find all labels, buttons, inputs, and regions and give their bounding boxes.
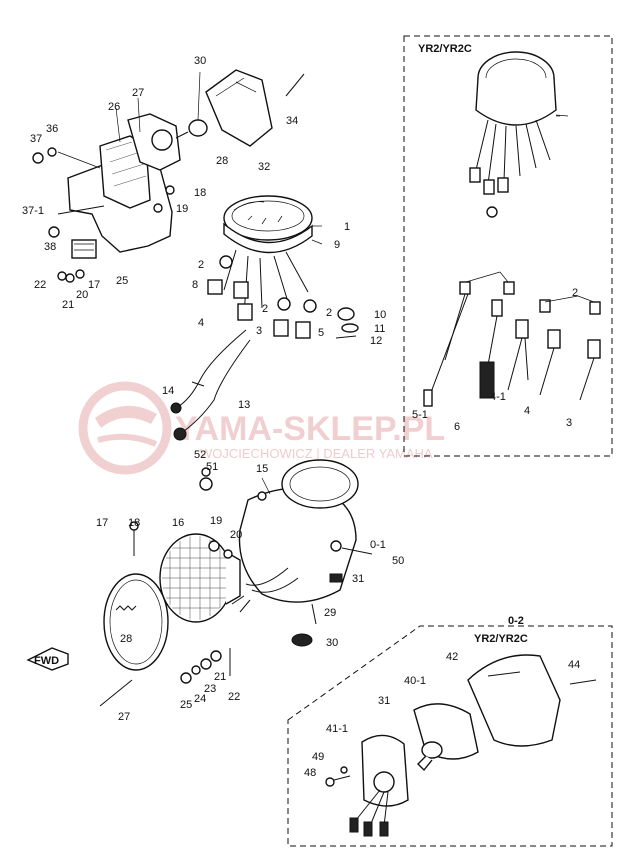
speedometer-assembly [170,195,359,441]
callout-20: 22 [228,691,240,703]
callout-6b: 6 [454,421,460,433]
watermark-title: YAMA-SKLEP.PL [175,410,445,448]
nut-51 [340,766,348,774]
socket-38-1 [349,734,409,837]
variant-box-label-2: YR2/YR2C [474,633,528,645]
screw-50 [325,775,351,787]
callout-12: 14 [162,385,174,397]
callout-37-1: 40-1 [404,675,426,687]
callout-51: 49 [312,751,324,763]
callout-4b: 4 [524,405,530,417]
callout-22: 24 [194,693,206,705]
callout-42: 36 [46,123,58,135]
headlight-assembly [99,459,373,707]
leader-lines [115,71,560,495]
callout-8: 10 [374,309,386,321]
callout-39b: 31 [378,695,390,707]
callout-30: 18 [194,187,206,199]
taillight-lens [205,69,273,147]
callout-27: 30 [326,637,338,649]
callout-46: 50 [392,555,404,567]
variant-box-border [403,35,613,457]
watermark-logo-icon [78,381,172,475]
callout-11: 13 [238,399,250,411]
callout-7: 9 [334,239,340,251]
callout-40-1: 42 [446,651,458,663]
meter-assembly-0-1 [469,51,569,218]
callout-16: 18 [128,517,140,529]
callout-25: 28 [120,633,132,645]
callout-34: 22 [34,279,46,291]
callout-2c: 2 [326,307,332,319]
callout-14: 16 [172,517,184,529]
callout-47: 51 [206,461,218,473]
variant-box-border-2 [287,625,613,847]
headlight-rim [103,573,169,671]
fwd-label: FWD [34,655,59,667]
callout-5: 5 [318,327,324,339]
variant-box-meter: YR2/YR2C [403,35,613,457]
fwd-arrow-icon: FWD [26,647,69,671]
callout-48: 52 [194,449,206,461]
callout-37: 27 [132,87,144,99]
callouts: 30 27 26 36 37 28 32 34 18 19 37-1 38 25… [22,55,580,779]
callout-45: 38 [44,241,56,253]
callout-4: 4 [198,317,204,329]
callout-21: 23 [204,683,216,695]
callout-49: 0-1 [370,539,386,551]
bulb-39 [417,741,443,772]
callout-36: 26 [108,101,120,113]
bulb-sockets [423,271,601,407]
callout-2b: 2 [262,303,268,315]
callout-38-1: 41-1 [326,723,348,735]
callout-41-1: 44 [568,659,580,671]
callout-10: 12 [370,335,382,347]
callout-43: 37 [30,133,42,145]
screw-41-1 [569,679,597,685]
callout-4-1: 4-1 [490,391,506,403]
callout-1: 1 [344,221,350,233]
callout-29: 17 [88,279,100,291]
watermark: YAMA-SKLEP.PL WOJCIECHOWICZ | DEALER YAM… [78,381,445,475]
taillight-assembly [32,69,305,283]
callout-9: 11 [374,323,385,335]
variant-box-tag: 0-2 [508,615,524,627]
callout-41: 34 [286,115,298,127]
callout-26: 29 [324,607,336,619]
callout-28: 31 [352,573,364,585]
watermark-subtitle: WOJCIECHOWICZ | DEALER YAMAHA [200,446,433,461]
callout-38: 28 [216,155,228,167]
callout-3b: 3 [566,417,572,429]
callout-15: 17 [96,517,108,529]
taillight-cover-40-1 [467,654,561,747]
callout-40: 32 [258,161,270,173]
callout-3: 3 [256,325,262,337]
callout-2d: 2 [572,287,578,299]
callout-50: 48 [304,767,316,779]
callout-35: 25 [116,275,128,287]
variant-box-taillight: 0-2 YR2/YR2C [287,615,613,847]
callout-33: 21 [62,299,74,311]
callout-39: 30 [194,55,206,67]
callout-2a: 2 [198,259,204,271]
callout-5-1: 5-1 [412,409,428,421]
callout-32: 20 [76,289,88,301]
callout-23: 25 [180,699,192,711]
callout-44: 37-1 [22,205,44,217]
callout-18: 20 [230,529,242,541]
callout-13: 15 [256,463,268,475]
callout-24: 27 [118,711,130,723]
callout-31: 19 [176,203,188,215]
callout-6: 8 [192,279,198,291]
callout-19: 21 [214,671,226,683]
variant-box-label: YR2/YR2C [418,43,472,55]
callout-17: 19 [210,515,222,527]
